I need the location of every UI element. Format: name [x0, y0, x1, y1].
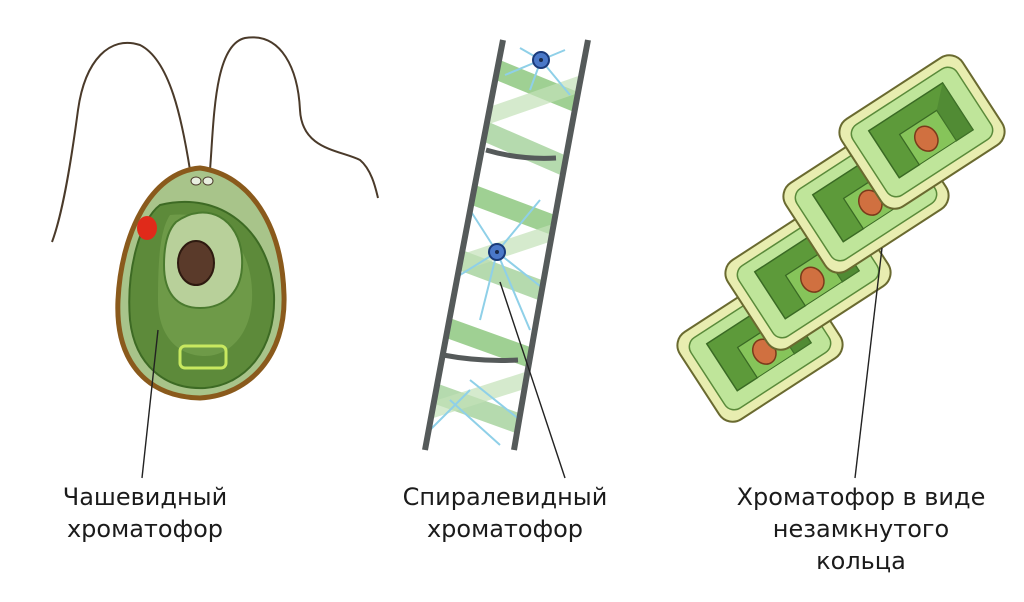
reservoir-left	[190, 176, 202, 186]
flagellum-right	[209, 36, 379, 199]
ring-cell-4	[832, 48, 1012, 216]
label-cup-line2: хроматофор	[66, 515, 224, 543]
nucleus	[177, 240, 215, 286]
label-cup-line1: Чашевидный	[62, 483, 228, 511]
label-ring-chromatophore: Хроматофор в виде незамкнутого кольца	[716, 481, 1006, 577]
filament-wall-right	[511, 39, 591, 451]
cross-wall-1	[485, 147, 557, 161]
leader-line-cup	[141, 329, 159, 479]
leader-line-ring	[854, 247, 883, 479]
paramylon-body	[178, 344, 228, 370]
label-spiral-line2: хроматофор	[426, 515, 584, 543]
filament-wall-left	[422, 39, 506, 451]
label-spiral-chromatophore: Спиралевидный хроматофор	[380, 481, 630, 545]
nucleolus-middle	[495, 250, 499, 254]
label-cup-chromatophore: Чашевидный хроматофор	[30, 481, 260, 545]
label-ring-line2: незамкнутого	[772, 515, 950, 543]
leader-line-spiral	[499, 281, 566, 479]
label-spiral-line1: Спиралевидный	[402, 483, 608, 511]
ulothrix-illustration	[670, 48, 1012, 429]
eyespot	[137, 216, 157, 240]
euglena-illustration	[51, 36, 379, 401]
label-ring-line1: Хроматофор в виде	[736, 483, 986, 511]
ring-cell-2	[718, 189, 898, 357]
flagellum-left	[51, 41, 191, 243]
label-ring-line3: кольца	[816, 547, 906, 575]
cross-wall-2	[442, 352, 519, 363]
nucleolus-top	[539, 58, 543, 62]
reservoir-right	[202, 176, 214, 186]
spirogyra-illustration	[422, 39, 591, 451]
